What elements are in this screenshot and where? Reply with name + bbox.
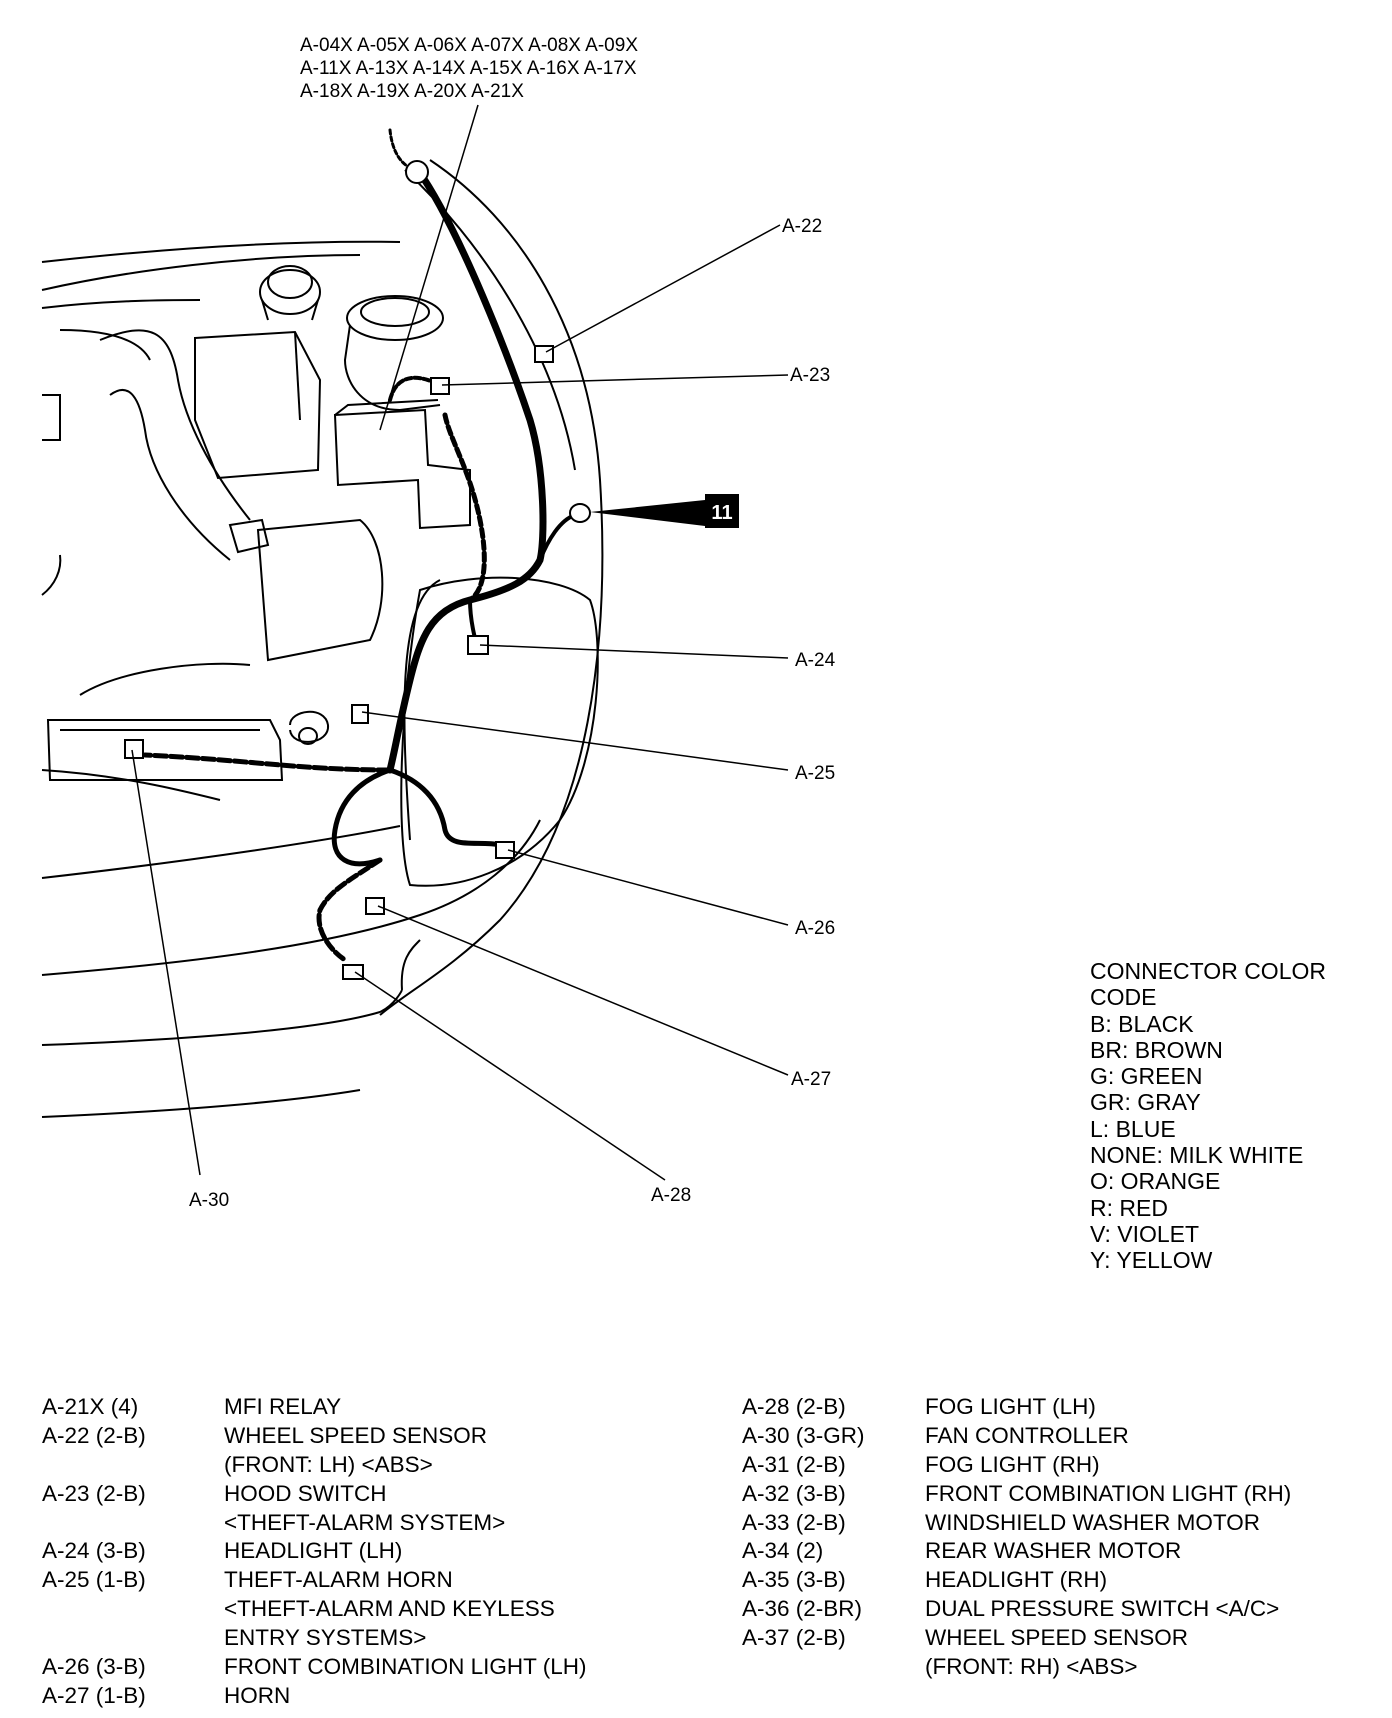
callout-a25: A-25 — [795, 763, 835, 784]
connector-a21x-grommet — [405, 160, 429, 184]
connector-code: A-37 (2-B) — [742, 1625, 846, 1651]
connector-a30 — [124, 739, 144, 759]
legend-line: GR: GRAY — [1090, 1089, 1201, 1116]
connector-a27 — [365, 897, 385, 915]
connector-description: FRONT COMBINATION LIGHT (LH) — [224, 1654, 587, 1680]
connector-description: DUAL PRESSURE SWITCH <A/C> — [925, 1596, 1280, 1622]
connector-description: (FRONT: RH) <ABS> — [925, 1654, 1138, 1680]
legend-line: L: BLUE — [1090, 1115, 1176, 1142]
ground-point-icon — [569, 503, 591, 523]
connector-a25 — [351, 704, 369, 724]
top-connector-line-2: A-11X A-13X A-14X A-15X A-16X A-17X — [300, 58, 637, 79]
legend-line: BR: BROWN — [1090, 1036, 1223, 1063]
connector-code: A-36 (2-BR) — [742, 1596, 863, 1622]
connector-code: A-34 (2) — [742, 1538, 824, 1564]
legend-line: Y: YELLOW — [1090, 1247, 1213, 1274]
callout-a24: A-24 — [795, 650, 836, 671]
legend-line: CONNECTOR COLOR — [1090, 958, 1326, 984]
connector-a23 — [430, 377, 450, 395]
legend-line: NONE: MILK WHITE — [1090, 1142, 1304, 1169]
legend-line: R: RED — [1090, 1194, 1168, 1221]
connector-description: WHEEL SPEED SENSOR — [925, 1625, 1188, 1651]
connector-description: REAR WASHER MOTOR — [925, 1538, 1182, 1564]
engine-bay-outline — [41, 159, 604, 1118]
callout-a28: A-28 — [651, 1185, 691, 1206]
connector-code: A-25 (1-B) — [42, 1567, 146, 1593]
callout-a23: A-23 — [790, 365, 830, 386]
connector-description: MFI RELAY — [224, 1394, 342, 1419]
badge-11 — [705, 494, 739, 528]
connector-description: (FRONT: LH) <ABS> — [224, 1451, 433, 1477]
connector-code: A-22 (2-B) — [42, 1422, 146, 1448]
connector-code: A-21X (4) — [42, 1394, 139, 1419]
ground-pointer — [590, 500, 705, 526]
top-connector-line-1: A-04X A-05X A-06X A-07X A-08X A-09X — [300, 35, 638, 56]
connector-description: FAN CONTROLLER — [925, 1422, 1129, 1448]
wiring-harness — [142, 128, 577, 963]
connector-code: A-33 (2-B) — [742, 1509, 846, 1535]
legend-line: B: BLACK — [1090, 1010, 1194, 1037]
connector-code: A-24 (3-B) — [42, 1538, 146, 1564]
connector-description: FRONT COMBINATION LIGHT (RH) — [925, 1480, 1292, 1506]
legend-line: G: GREEN — [1090, 1063, 1203, 1090]
connector-description: ENTRY SYSTEMS> — [224, 1625, 427, 1651]
connector-code: A-35 (3-B) — [742, 1567, 846, 1593]
connector-description: <THEFT-ALARM SYSTEM> — [224, 1509, 506, 1535]
callout-a22: A-22 — [782, 216, 822, 237]
connector-code: A-28 (2-B) — [742, 1394, 846, 1419]
connector-color-code-legend: CONNECTOR COLOR CODE B: BLACK BR: BROWN … — [1090, 958, 1326, 1274]
connector-code: A-30 (3-GR) — [742, 1422, 865, 1448]
callout-a26: A-26 — [795, 918, 835, 939]
connector-a22 — [534, 345, 554, 363]
connector-description: THEFT-ALARM HORN — [224, 1567, 453, 1593]
connector-a28 — [342, 964, 364, 980]
connector-symbols — [124, 160, 591, 980]
connector-a26 — [495, 841, 515, 859]
connector-code: A-27 (1-B) — [42, 1682, 146, 1708]
top-connector-line-3: A-18X A-19X A-20X A-21X — [300, 81, 524, 102]
connector-code: A-31 (2-B) — [742, 1451, 846, 1477]
connector-description: HEADLIGHT (LH) — [224, 1538, 403, 1564]
badge-11-label: 11 — [711, 502, 732, 524]
connector-description: HOOD SWITCH — [224, 1480, 387, 1506]
connector-code: A-26 (3-B) — [42, 1654, 146, 1680]
callout-a30: A-30 — [189, 1190, 229, 1211]
connector-description: WHEEL SPEED SENSOR — [224, 1422, 487, 1448]
connector-description: FOG LIGHT (RH) — [925, 1451, 1100, 1477]
callout-leaders — [131, 104, 789, 1181]
legend-line: V: VIOLET — [1090, 1220, 1200, 1247]
connector-code: A-32 (3-B) — [742, 1480, 846, 1506]
callout-a27: A-27 — [791, 1069, 831, 1090]
connector-description: HEADLIGHT (RH) — [925, 1567, 1108, 1593]
connector-description: HORN — [224, 1682, 291, 1708]
connector-description: <THEFT-ALARM AND KEYLESS — [224, 1596, 555, 1622]
connector-description: WINDSHIELD WASHER MOTOR — [925, 1509, 1261, 1535]
connector-code: A-23 (2-B) — [42, 1480, 146, 1506]
connector-description: FOG LIGHT (LH) — [925, 1394, 1096, 1419]
legend-line: CODE — [1090, 984, 1157, 1011]
legend-line: O: ORANGE — [1090, 1168, 1221, 1195]
